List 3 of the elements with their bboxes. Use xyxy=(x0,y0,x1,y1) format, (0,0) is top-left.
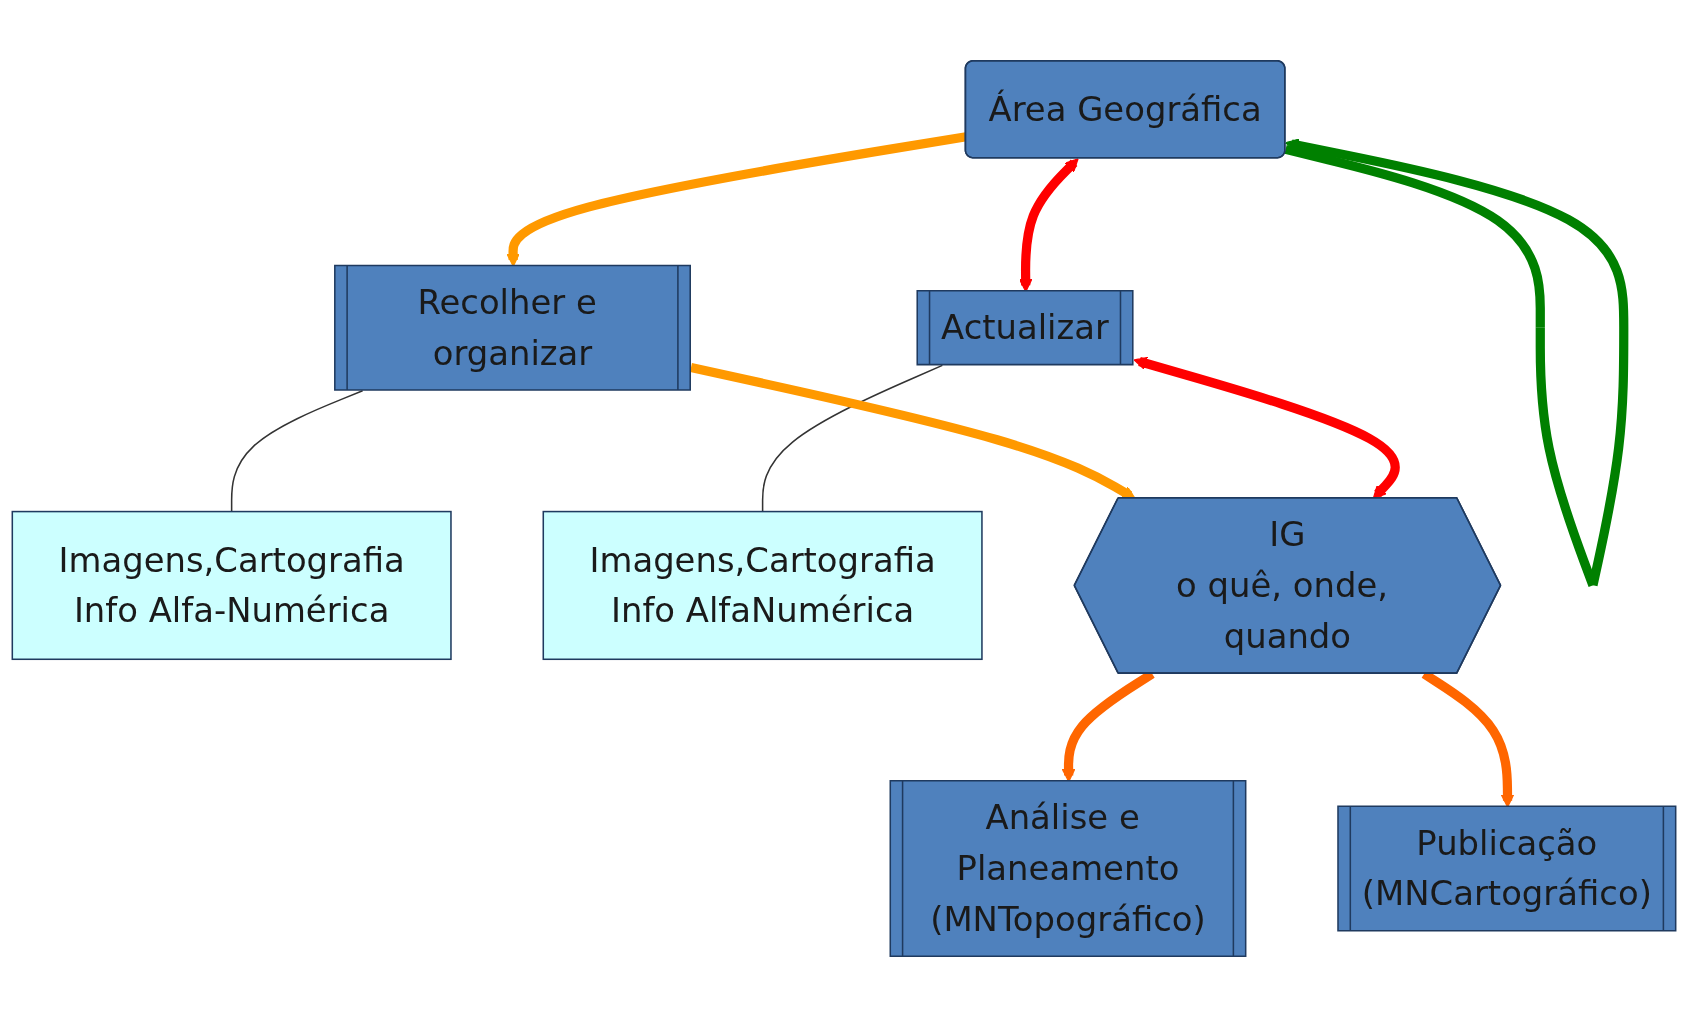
connector xyxy=(761,364,944,513)
node-box: Imagens,Cartografia Info AlfaNumérica xyxy=(542,510,983,661)
node-box: Imagens,Cartografia Info Alfa-Numérica xyxy=(11,510,452,661)
